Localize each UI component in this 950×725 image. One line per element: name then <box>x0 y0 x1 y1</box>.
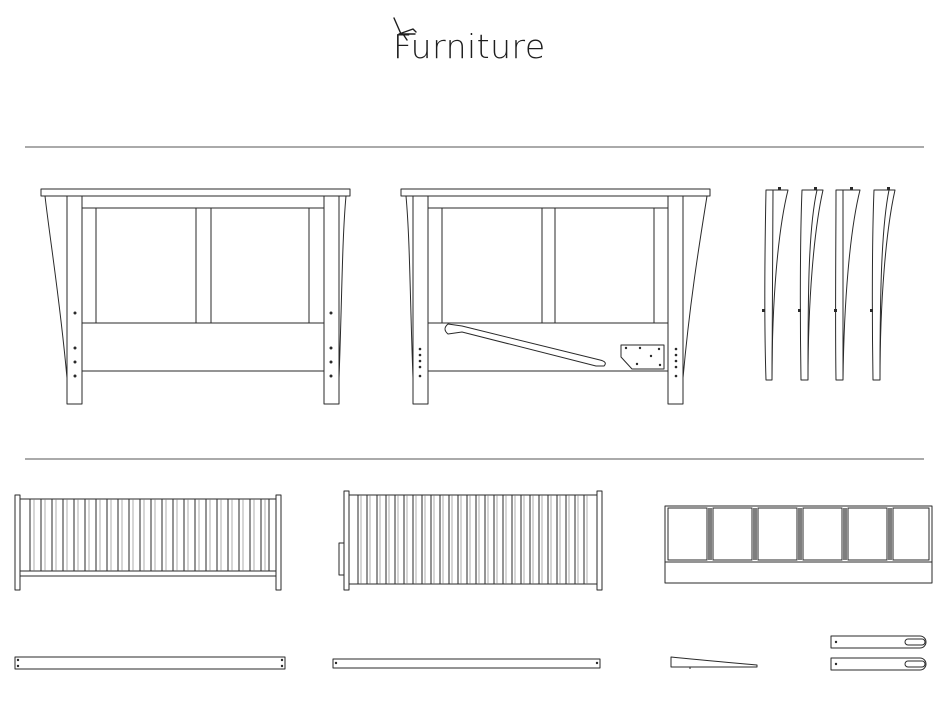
front-rail <box>15 657 285 669</box>
seat-deck-slats <box>339 491 602 590</box>
support-wedge <box>671 657 757 669</box>
headboard-rear-view <box>401 189 710 404</box>
headboard-front-view <box>41 189 350 404</box>
slotted-brackets <box>831 636 926 670</box>
curved-legs <box>762 187 895 380</box>
storage-drawer-front <box>665 506 932 583</box>
back-panel-slats <box>15 495 281 590</box>
rear-rail <box>333 659 600 668</box>
